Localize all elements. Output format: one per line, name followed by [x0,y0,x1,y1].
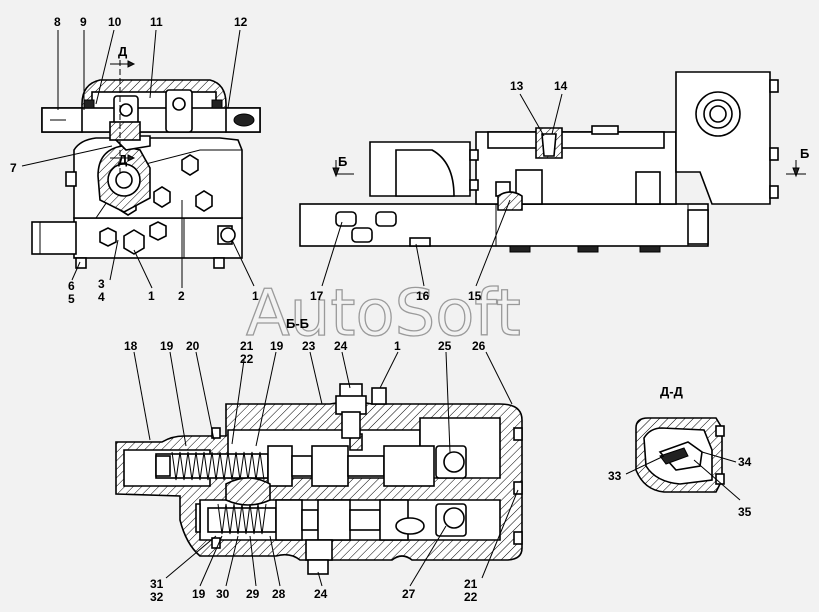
cut-label-d-lower: Д [118,152,128,167]
lower-spool [207,507,277,533]
callout-9: 9 [80,15,87,29]
callout-22-lower: 22 [464,590,478,604]
cut-label-b-right: Б [800,146,809,161]
top-left-view [31,60,261,269]
section-title-bb: Б-Б [286,316,309,331]
callout-24-bottom: 24 [314,587,328,601]
callout-17: 17 [310,289,324,303]
callout-1-top-left-b: 1 [252,289,259,303]
callout-32: 32 [150,590,164,604]
section-title-dd: Д-Д [660,384,684,399]
watermark-text: AutoSoft [246,277,521,351]
callouts: 8 9 10 11 12 7 6 5 3 4 1 2 1 13 14 17 16… [10,15,752,604]
callout-21-lower: 21 [464,577,478,591]
callout-14: 14 [554,79,568,93]
upper-spring [171,451,265,481]
callout-35: 35 [738,505,752,519]
callout-18: 18 [124,339,138,353]
leader-lines [21,29,741,587]
callout-31: 31 [150,577,164,591]
callout-8: 8 [54,15,61,29]
callout-5: 5 [68,292,75,306]
cut-label-d-top: Д [118,44,128,59]
callout-4: 4 [98,290,105,304]
callout-19-upper-b: 19 [270,339,284,353]
callout-16: 16 [416,289,430,303]
callout-1-section: 1 [394,339,401,353]
callout-19-lower: 19 [192,587,206,601]
top-right-view [299,71,806,253]
base-end-stub [31,221,77,255]
callout-30: 30 [216,587,230,601]
callout-33: 33 [608,469,622,483]
callout-11: 11 [150,15,163,29]
callout-10: 10 [108,15,122,29]
section-dd-view [635,417,725,493]
section-labels: Д Д Б Б Б-Б Д-Д [118,44,809,399]
callout-23: 23 [302,339,316,353]
callout-20: 20 [186,339,200,353]
callout-28: 28 [272,587,286,601]
callout-2: 2 [178,289,185,303]
callout-24-top: 24 [334,339,348,353]
callout-12: 12 [234,15,248,29]
callout-3: 3 [98,277,105,291]
callout-13: 13 [510,79,524,93]
callout-7: 7 [10,161,17,175]
cut-label-b-left: Б [338,154,347,169]
callout-29: 29 [246,587,260,601]
callout-21-upper: 21 [240,339,254,353]
callout-25: 25 [438,339,452,353]
section-bb-view [115,383,523,575]
callout-19-upper-a: 19 [160,339,174,353]
callout-34: 34 [738,455,752,469]
callout-26: 26 [472,339,486,353]
callout-27: 27 [402,587,416,601]
callout-22-upper: 22 [240,352,254,366]
callout-1-top-left: 1 [148,289,155,303]
callout-15: 15 [468,289,482,303]
callout-6: 6 [68,279,75,293]
